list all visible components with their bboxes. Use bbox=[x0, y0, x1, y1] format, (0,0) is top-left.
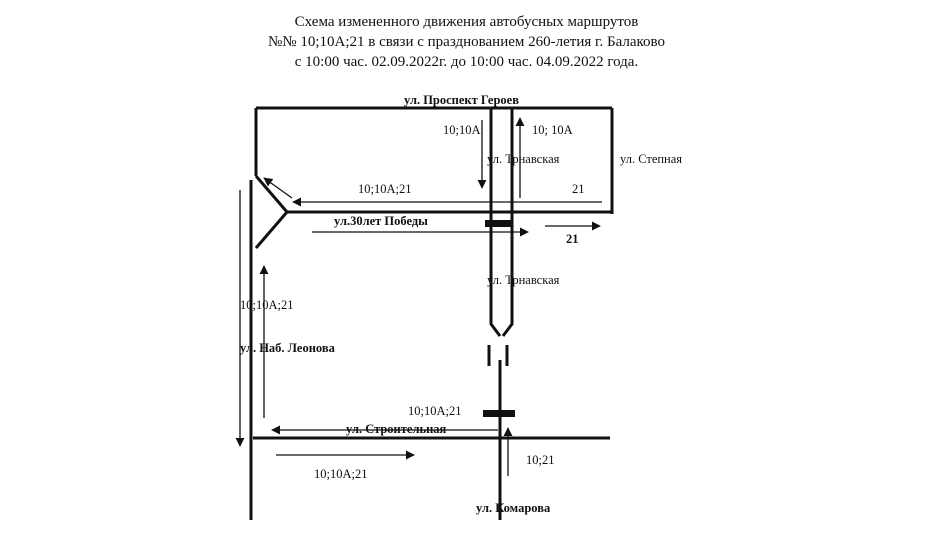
road-trnavskaya-left bbox=[489, 108, 502, 337]
road-trnavskaya-right bbox=[501, 108, 514, 337]
label-30-let-pobedy: ул.30лет Победы bbox=[334, 214, 428, 228]
road-fork-lower bbox=[254, 211, 289, 249]
route-label-leonova: 10;10А;21 bbox=[240, 298, 293, 312]
arrow-fork-out bbox=[263, 177, 293, 199]
route-label-top-up: 10; 10А bbox=[532, 123, 573, 137]
label-trnavskaya-mid: ул. Трнавская bbox=[487, 273, 560, 287]
label-stroitelnaya: ул. Строительная bbox=[346, 422, 447, 436]
closures bbox=[483, 220, 515, 417]
roads bbox=[249, 106, 614, 520]
label-prospekt-geroev: ул. Проспект Героев bbox=[404, 93, 519, 107]
route-arrows bbox=[235, 117, 602, 476]
route-label-top-down: 10;10А bbox=[443, 123, 481, 137]
label-komarova: ул. Комарова bbox=[476, 501, 551, 515]
title-line-2: №№ 10;10А;21 в связи с празднованием 260… bbox=[267, 34, 666, 50]
label-nab-leonova: ул. Наб. Леонова bbox=[240, 341, 336, 355]
closure-bar-stroitelnaya bbox=[483, 410, 515, 417]
closure-bar-pobedy bbox=[485, 220, 513, 227]
label-stepnaya: ул. Степная bbox=[620, 152, 682, 166]
label-trnavskaya-top: ул. Трнавская bbox=[487, 152, 560, 166]
route-label-komarova: 10;21 bbox=[526, 453, 554, 467]
street-labels: ул. Проспект Героев ул. Трнавская ул. Ст… bbox=[240, 93, 682, 515]
scheme-title: Схема измененного движения автобусных ма… bbox=[0, 12, 933, 72]
route-label-pobedy-west: 10;10А;21 bbox=[358, 182, 411, 196]
route-label-stroitelnaya-east: 10;10А;21 bbox=[314, 467, 367, 481]
route-labels: 10;10А 10; 10А 10;10А;21 21 21 10;10А;21… bbox=[240, 123, 585, 481]
route-label-pobedy-out: 21 bbox=[566, 232, 579, 246]
route-label-pobedy-in: 21 bbox=[572, 182, 585, 196]
road-fork-upper bbox=[254, 175, 289, 213]
route-label-stroitelnaya-west: 10;10А;21 bbox=[408, 404, 461, 418]
title-line-3: с 10:00 час. 02.09.2022г. до 10:00 час. … bbox=[294, 54, 639, 70]
title-line-1: Схема измененного движения автобусных ма… bbox=[294, 14, 639, 30]
